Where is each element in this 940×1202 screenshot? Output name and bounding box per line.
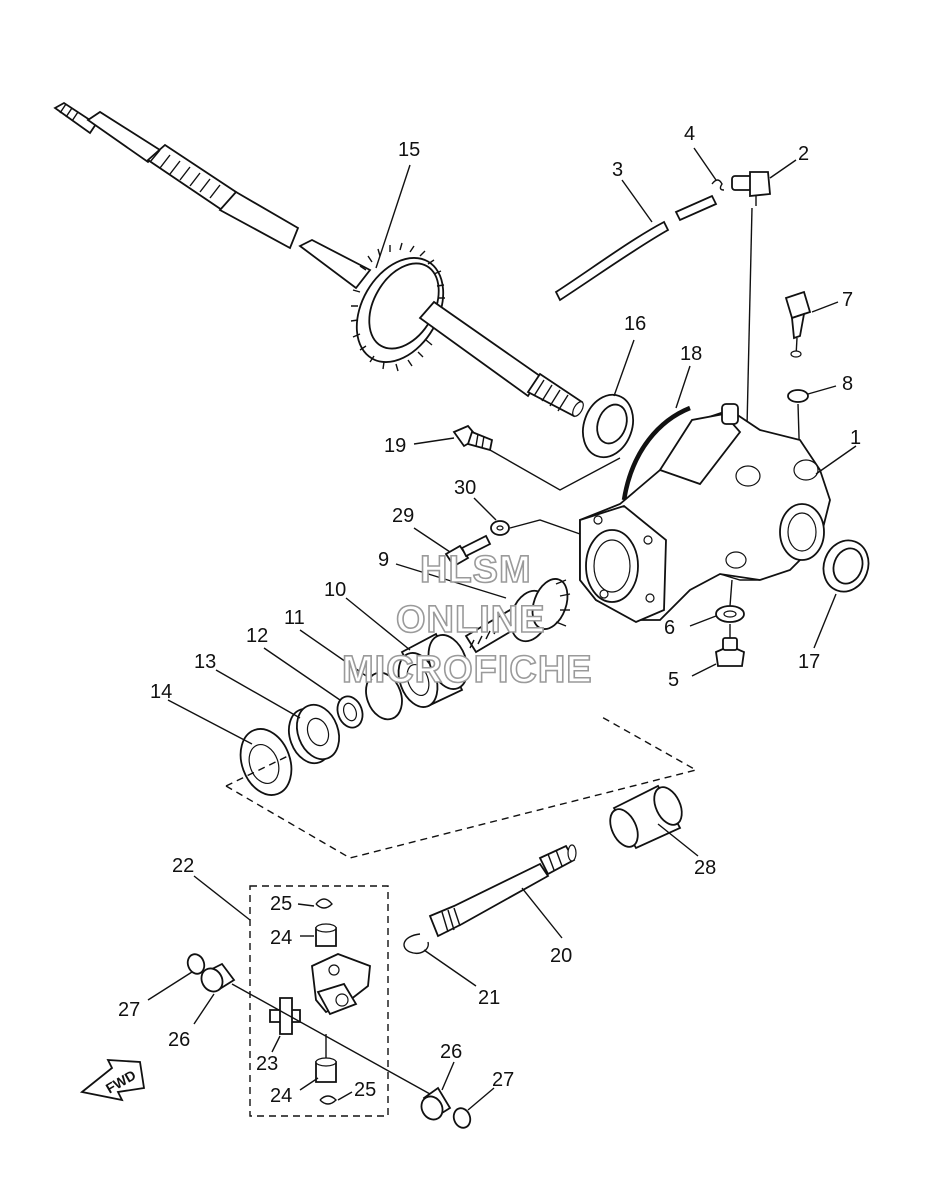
part-14-lock-nut[interactable] — [232, 722, 300, 802]
callout-20: 20 — [550, 945, 572, 967]
callout-15: 15 — [398, 139, 420, 161]
part-20-drive-shaft[interactable] — [428, 844, 577, 938]
part-1-gear-case[interactable] — [579, 403, 831, 624]
part-10-bearing[interactable] — [392, 630, 475, 713]
watermark-line-3: MICROFICHE — [342, 649, 593, 691]
watermark: HLSM ONLINE MICROFICHE — [341, 548, 593, 692]
callout-19: 19 — [384, 435, 406, 457]
callout-2: 2 — [798, 143, 809, 165]
callout-27-left: 27 — [118, 999, 140, 1021]
part-7-plug[interactable] — [784, 290, 812, 358]
part-15-drive-shaft[interactable] — [53, 101, 585, 418]
part-2-elbow-fitting[interactable] — [731, 171, 771, 206]
part-21-circlip[interactable] — [403, 933, 429, 954]
part-6-washer[interactable] — [715, 605, 745, 623]
part-24-bearing-cup-top[interactable] — [315, 923, 337, 947]
callout-24-bottom: 24 — [270, 1085, 292, 1107]
part-23-spider[interactable] — [269, 997, 301, 1035]
part-30-washer[interactable] — [490, 520, 510, 536]
callout-1: 1 — [850, 427, 861, 449]
part-13-bearing[interactable] — [282, 699, 347, 769]
part-11-o-ring[interactable] — [360, 668, 408, 725]
callout-21: 21 — [478, 987, 500, 1009]
part-24-bearing-cup-bottom[interactable] — [315, 1057, 337, 1083]
callout-23: 23 — [256, 1053, 278, 1075]
part-9-pinion-gear[interactable] — [464, 574, 574, 654]
part-4-clip[interactable] — [711, 179, 725, 191]
part-3-hose[interactable] — [554, 194, 718, 302]
callout-6: 6 — [664, 617, 675, 639]
callout-17: 17 — [798, 651, 820, 673]
callout-26-right: 26 — [440, 1041, 462, 1063]
callout-8: 8 — [842, 373, 853, 395]
callout-11: 11 — [284, 607, 305, 629]
part-19-bolt[interactable] — [452, 424, 494, 452]
watermark-line-1: HLSM — [420, 549, 532, 591]
callout-29: 29 — [392, 505, 414, 527]
callout-25-bottom: 25 — [354, 1079, 376, 1101]
callout-28: 28 — [694, 857, 716, 879]
callout-27-right: 27 — [492, 1069, 514, 1091]
callout-9: 9 — [378, 549, 389, 571]
part-25-clip-bottom[interactable] — [319, 1095, 337, 1105]
part-8-o-ring[interactable] — [787, 389, 809, 403]
callout-30: 30 — [454, 477, 476, 499]
part-17-oil-seal[interactable] — [816, 534, 875, 598]
part-16-oil-seal[interactable] — [575, 388, 642, 465]
watermark-line-2: ONLINE — [396, 599, 546, 641]
callout-22: 22 — [172, 855, 194, 877]
part-25-clip-top[interactable] — [315, 898, 333, 909]
callout-16: 16 — [624, 313, 646, 335]
callout-10: 10 — [324, 579, 346, 601]
part-28-coupling[interactable] — [605, 783, 688, 851]
part-18-o-ring[interactable] — [621, 405, 691, 501]
callout-13: 13 — [194, 651, 216, 673]
callout-7: 7 — [842, 289, 853, 311]
part-27-circlip-right[interactable] — [451, 1106, 473, 1130]
part-yoke[interactable] — [311, 953, 371, 1016]
callout-3: 3 — [612, 159, 623, 181]
callout-5: 5 — [668, 669, 679, 691]
callout-14: 14 — [150, 681, 172, 703]
callout-24-top: 24 — [270, 927, 292, 949]
part-27-circlip-left[interactable] — [185, 952, 207, 976]
part-26-bearing-left[interactable] — [197, 962, 236, 995]
part-12-oil-seal[interactable] — [333, 693, 366, 731]
part-26-bearing-right[interactable] — [417, 1086, 452, 1123]
callout-18: 18 — [680, 343, 702, 365]
callout-25-top: 25 — [270, 893, 292, 915]
callout-26-left: 26 — [168, 1029, 190, 1051]
callout-12: 12 — [246, 625, 268, 647]
part-5-drain-bolt[interactable] — [715, 624, 745, 667]
callout-4: 4 — [684, 123, 695, 145]
part-29-bolt[interactable] — [444, 534, 492, 568]
fwd-arrow-icon: FWD — [79, 1059, 146, 1102]
